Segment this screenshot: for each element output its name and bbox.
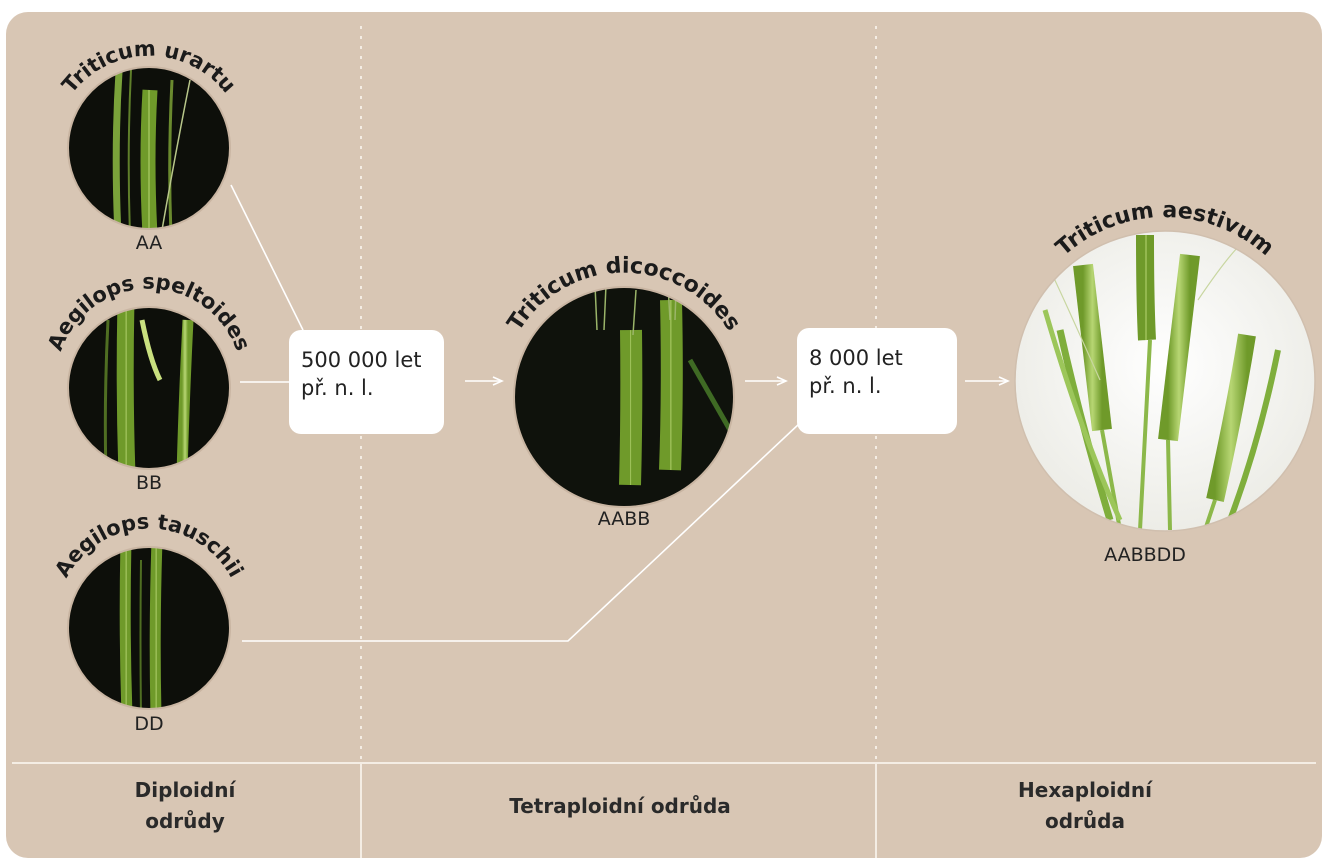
event-8000-line1: 8 000 let [809, 344, 945, 372]
photo-aestivum [1010, 225, 1320, 535]
genome-label-speltoides: BB [79, 472, 219, 494]
photo-urartu [60, 60, 240, 240]
event-box-8000: 8 000 let př. n. l. [797, 328, 957, 434]
genome-label-tauschii: DD [79, 713, 219, 735]
event-500000-line1: 500 000 let [301, 346, 432, 374]
photo-tauschii [60, 540, 240, 720]
connector-urartu [231, 185, 303, 330]
event-8000-line2: př. n. l. [809, 372, 945, 400]
genome-label-urartu: AA [79, 232, 219, 254]
photo-speltoides [60, 300, 240, 480]
column-diploid-line2: odrůdy [60, 806, 310, 837]
column-heading-hexaploid: Hexaploidní odrůda [960, 775, 1210, 837]
genome-label-aestivum: AABBDD [1075, 544, 1215, 566]
column-heading-diploid: Diploidní odrůdy [60, 775, 310, 837]
genome-label-dicoccoides: AABB [554, 508, 694, 530]
column-diploid-line1: Diploidní [60, 775, 310, 806]
event-500000-line2: př. n. l. [301, 374, 432, 402]
column-heading-tetraploid: Tetraploidní odrůda [420, 791, 820, 822]
column-tetraploid-line1: Tetraploidní odrůda [420, 791, 820, 822]
event-box-500000: 500 000 let př. n. l. [289, 330, 444, 434]
column-hexaploid-line2: odrůda [960, 806, 1210, 837]
column-hexaploid-line1: Hexaploidní [960, 775, 1210, 806]
